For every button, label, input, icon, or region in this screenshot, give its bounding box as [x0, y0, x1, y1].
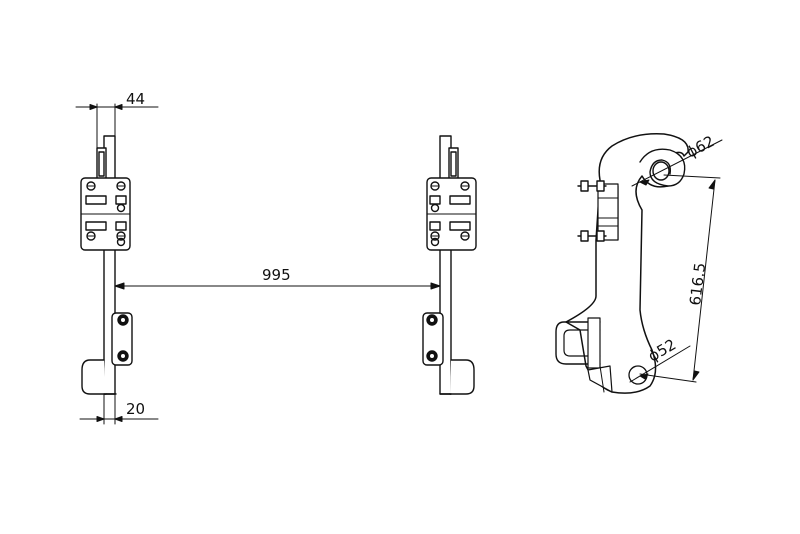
diameter-62-label: ϕ62 [683, 132, 717, 162]
middle-bracket [422, 135, 477, 395]
dimension-995-label: 995 [262, 266, 291, 284]
dimension-lines [75, 103, 441, 425]
left-bracket [80, 135, 133, 395]
side-view-dimensions [629, 139, 723, 383]
dimension-20-label: 20 [126, 400, 145, 418]
side-view-bracket [555, 133, 689, 394]
dimension-44-label: 44 [126, 90, 145, 108]
dimension-616-5-label: 616.5 [686, 262, 709, 307]
